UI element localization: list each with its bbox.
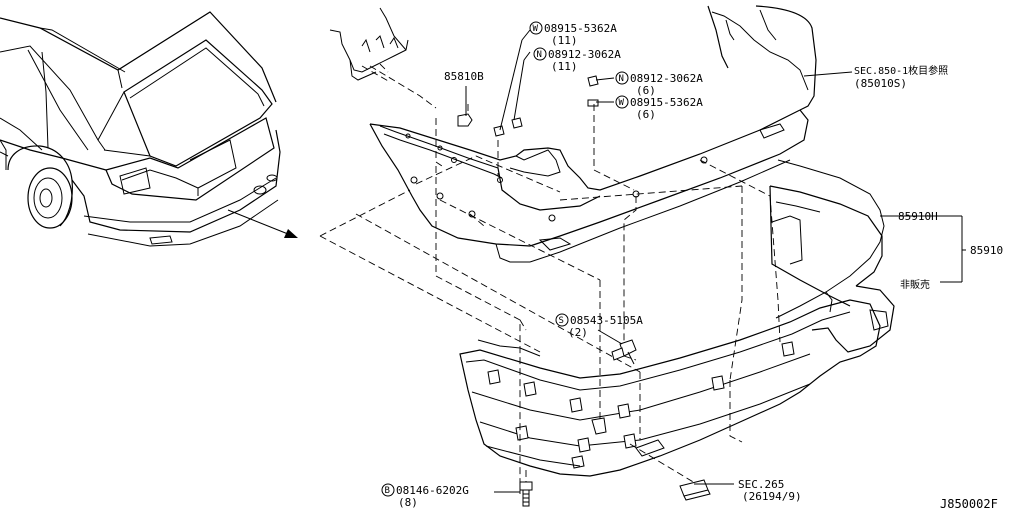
rear-body-panel-part	[369, 5, 817, 263]
bolt-08146-part	[519, 481, 533, 507]
w2-quantity: (6)	[636, 108, 656, 121]
washer-symbol-icon	[529, 21, 543, 35]
callout-screw-08543: S 08543-5105A (2)	[555, 313, 643, 339]
callout-washer-08915-right: W 08915-5362A (6)	[615, 95, 703, 121]
part-85810b-label: 85810B	[444, 70, 484, 83]
w1-part-number: 08915-5362A	[544, 22, 617, 35]
n1-part-number: 08912-3062A	[548, 48, 621, 61]
b1-quantity: (8)	[398, 496, 418, 509]
nut-symbol-letter: N	[537, 50, 542, 60]
n1-quantity: (11)	[551, 60, 578, 73]
sec850-reference-label: SEC.850-1枚目参照	[854, 64, 948, 77]
s1-part-number: 08543-5105A	[570, 314, 643, 327]
sec265-part-label: (26194/9)	[742, 490, 802, 503]
sec850-part-label: (85010S)	[854, 77, 907, 90]
part-85910h-label: 85910H	[898, 210, 938, 223]
callout-nut-08912-right: N 08912-3062A (6)	[615, 71, 703, 97]
leader-lines	[465, 29, 966, 485]
vehicle-rear-illustration	[0, 11, 281, 247]
bumper-fascia-85910h-part	[769, 159, 895, 353]
w2-part-number: 08915-5362A	[630, 96, 703, 109]
washer-symbol-icon	[615, 95, 629, 109]
screw-08543-part	[611, 339, 637, 365]
washer-symbol-letter: W	[619, 98, 625, 108]
not-for-sale-label: 非販売	[900, 278, 930, 291]
nut-symbol-icon	[615, 71, 629, 85]
bolt-symbol-icon	[381, 483, 395, 497]
b1-part-number: 08146-6202G	[396, 484, 469, 497]
w1-quantity: (11)	[551, 34, 578, 47]
s1-quantity: (2)	[568, 326, 588, 339]
callout-washer-08915-top: W 08915-5362A (11)	[529, 21, 617, 47]
callout-bolt-08146: B 08146-6202G (8)	[381, 483, 520, 509]
clip-fasteners	[457, 75, 599, 137]
callout-nut-08912-top: N 08912-3062A (11)	[533, 47, 621, 73]
washer-symbol-letter: W	[533, 24, 539, 34]
lower-bumper-part	[459, 299, 881, 477]
screw-symbol-icon	[555, 313, 569, 327]
diagram-id-label: J850002F	[940, 497, 998, 511]
nut-symbol-letter: N	[619, 74, 624, 84]
screw-symbol-letter: S	[559, 316, 564, 326]
reflector-sec265-part	[679, 479, 711, 501]
n2-part-number: 08912-3062A	[630, 72, 703, 85]
nut-symbol-icon	[533, 47, 547, 61]
n2-quantity: (6)	[636, 84, 656, 97]
mounting-bracket-part	[329, 7, 409, 83]
part-85910-label: 85910	[970, 244, 1003, 257]
sec265-reference-label: SEC.265	[738, 478, 784, 491]
bolt-symbol-letter: B	[385, 486, 390, 496]
assembly-guide-lines	[319, 63, 781, 494]
direction-arrow	[227, 209, 298, 238]
